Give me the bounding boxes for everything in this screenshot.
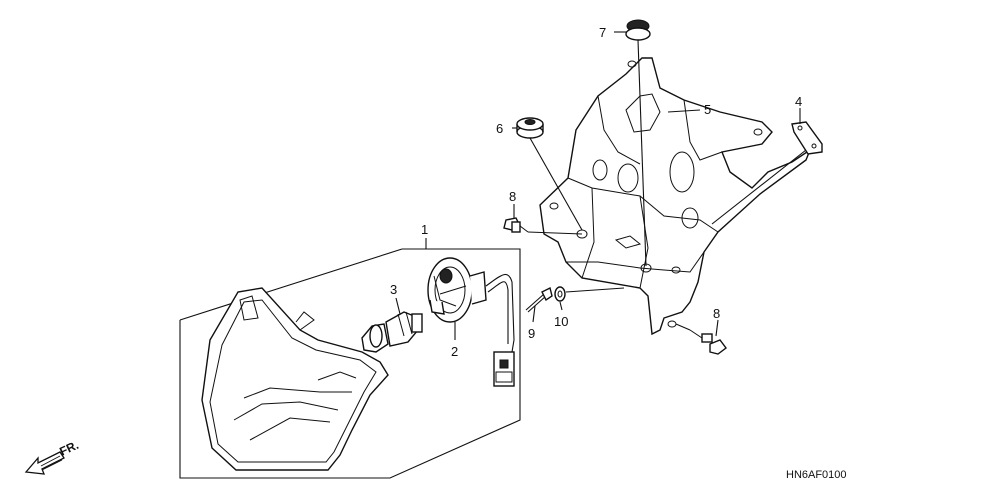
bulb-socket [427, 257, 515, 387]
callout-6: 6 [496, 121, 503, 136]
callout-5: 5 [704, 102, 711, 117]
headlight-bracket [539, 57, 812, 336]
grommet-7 [625, 19, 651, 41]
headlight-housing [201, 287, 389, 471]
callout-4: 4 [795, 94, 802, 109]
callout-8-left: 8 [509, 189, 516, 204]
callout-2: 2 [451, 344, 458, 359]
callout-8-right: 8 [713, 306, 720, 321]
assembly-lines [527, 39, 807, 331]
front-direction-arrow: FR. [24, 438, 81, 475]
headlight-assembly-box [179, 248, 521, 479]
bolt-8-left [503, 217, 529, 233]
callout-7: 7 [599, 25, 606, 40]
callout-9: 9 [528, 326, 535, 341]
front-arrow-icon [24, 451, 65, 475]
headlight-bulb [361, 311, 423, 353]
screw-9 [525, 286, 553, 313]
callout-3: 3 [390, 282, 397, 297]
front-direction-label: FR. [57, 438, 80, 459]
bolt-8-right [689, 329, 727, 355]
diagram-code: HN6AF0100 [786, 469, 847, 481]
clip-4 [791, 121, 823, 155]
callout-10: 10 [554, 314, 568, 329]
leader-lines [395, 31, 801, 340]
grommet-6 [516, 117, 544, 139]
washer-10 [554, 286, 566, 302]
callout-1: 1 [421, 222, 428, 237]
